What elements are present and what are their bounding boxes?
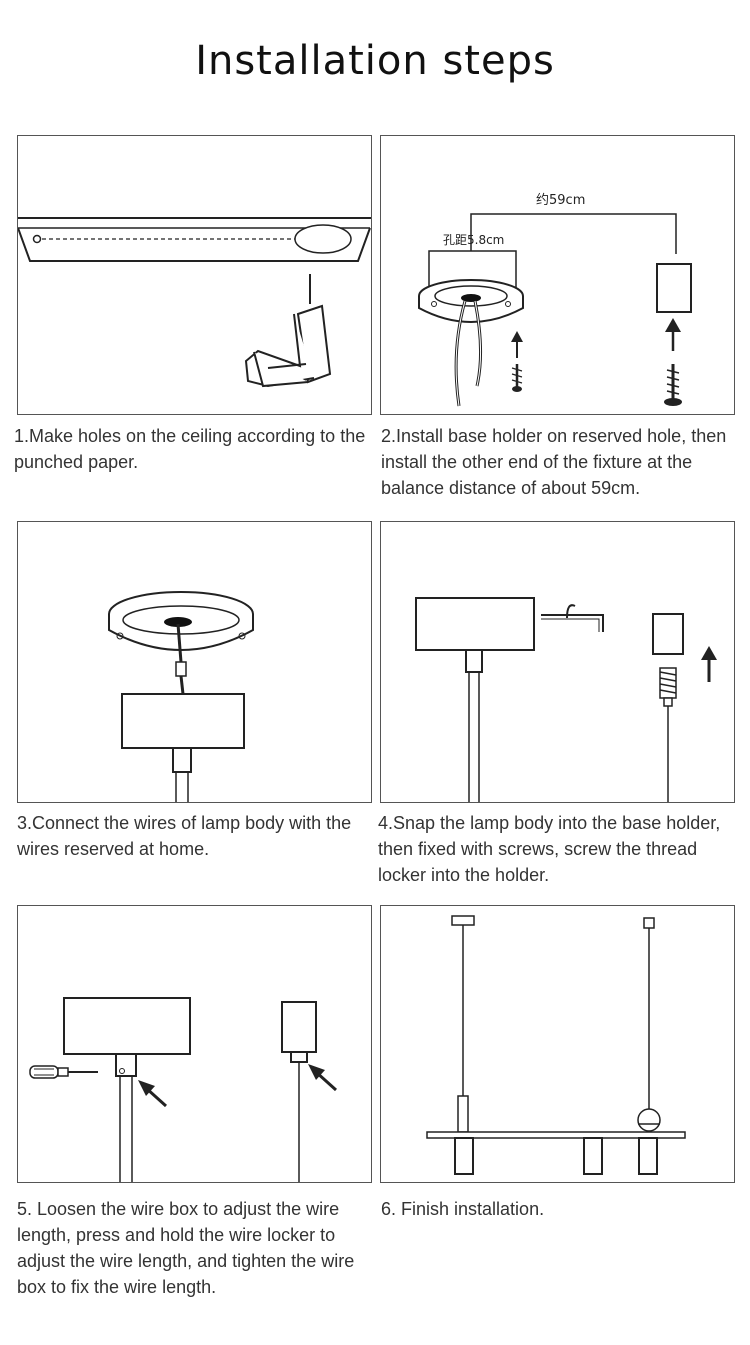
step-5-illustration <box>17 905 372 1183</box>
step-1-illustration <box>17 135 372 415</box>
distance-label: 约59cm <box>536 193 586 208</box>
step-6-caption: 6. Finish installation. <box>381 1199 545 1219</box>
step-5-caption: 5. Loosen the wire box to adjust the wir… <box>17 1199 355 1297</box>
thread-locker-icon <box>659 667 677 707</box>
drill-icon <box>244 274 332 388</box>
step-2-illustration: 约59cm 孔距5.8cm <box>380 135 735 415</box>
hole-spacing-label: 孔距5.8cm <box>443 233 505 247</box>
screw-icon <box>511 364 523 392</box>
step-6-illustration <box>380 905 735 1183</box>
step-4-illustration <box>380 521 735 803</box>
step-1-caption: 1.Make holes on the ceiling according to… <box>14 426 366 472</box>
allen-key-icon <box>541 604 604 632</box>
step-3-caption: 3.Connect the wires of lamp body with th… <box>17 813 352 859</box>
wire-adjust-drawing <box>29 997 338 1182</box>
step-2-caption: 2.Install base holder on reserved hole, … <box>381 426 727 498</box>
finished-fixture-drawing <box>426 915 686 1175</box>
step-4-caption: 4.Snap the lamp body into the base holde… <box>378 813 721 885</box>
page-title: Installation steps <box>195 38 555 84</box>
snap-lamp-body-drawing <box>415 597 717 802</box>
screwdriver-icon <box>29 1065 98 1079</box>
wire-connection-drawing <box>108 591 254 802</box>
ceiling-drill-drawing <box>18 217 371 388</box>
base-holder-drawing <box>418 213 692 407</box>
step-3-illustration <box>17 521 372 803</box>
screw-icon <box>664 364 682 406</box>
